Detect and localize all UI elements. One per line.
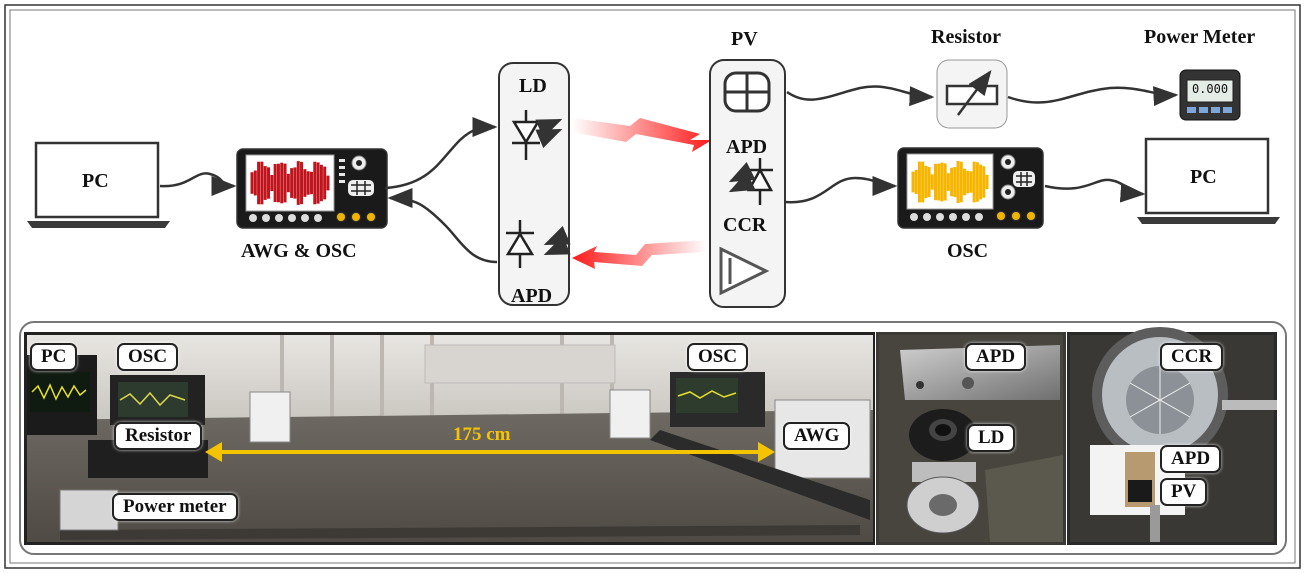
photo-tag-apd-middle: APD (965, 343, 1027, 371)
apd-right-label: APD (726, 136, 768, 158)
apd-left-label: APD (511, 285, 553, 307)
photo-tag-apd-right: APD (1160, 445, 1222, 473)
photo-tag-pv: PV (1160, 478, 1208, 506)
uplink-beam (572, 240, 707, 269)
pc-right-laptop-icon (1137, 137, 1280, 224)
pc-left-laptop-icon (27, 141, 170, 228)
awg-osc-instrument-icon (236, 148, 388, 229)
photo-tag-ccr: CCR (1160, 343, 1224, 371)
photo-tag-osc-left: OSC (117, 343, 179, 371)
pv-apd-ccr-module (709, 59, 786, 308)
resistor-icon (936, 59, 1008, 129)
power-meter-label: Power Meter (1144, 26, 1256, 48)
photo-tag-resistor: Resistor (114, 422, 203, 450)
photo-tag-power-meter: Power meter (112, 493, 238, 521)
photo-tag-ld: LD (967, 424, 1016, 452)
laser-diode-icon (511, 110, 563, 160)
awg-osc-label: AWG & OSC (241, 240, 357, 262)
resistor-label: Resistor (931, 26, 1001, 48)
osc-instrument-icon (897, 147, 1044, 229)
osc-label: OSC (947, 240, 989, 262)
power-meter-icon (1179, 69, 1241, 121)
pv-label: PV (731, 28, 758, 50)
photo-tag-osc-right: OSC (687, 343, 749, 371)
photo-tag-awg: AWG (783, 422, 851, 450)
apd-diode-icon (728, 158, 774, 205)
connection-wires (159, 85, 1179, 264)
ld-apd-module (498, 62, 571, 306)
distance-label: 175 cm (453, 424, 511, 445)
ccr-label: CCR (723, 214, 767, 236)
photodiode-icon (505, 220, 571, 268)
pc-right-label: PC (1190, 166, 1217, 188)
ccr-icon (719, 246, 770, 296)
power-meter-readout: 0.000 (1191, 82, 1229, 96)
inner-frame (9, 9, 1296, 564)
ld-label: LD (519, 75, 547, 97)
pv-cell-icon (723, 71, 771, 113)
pc-left-label: PC (82, 170, 109, 192)
downlink-beam (572, 118, 712, 152)
photo-tag-pc: PC (30, 343, 78, 371)
